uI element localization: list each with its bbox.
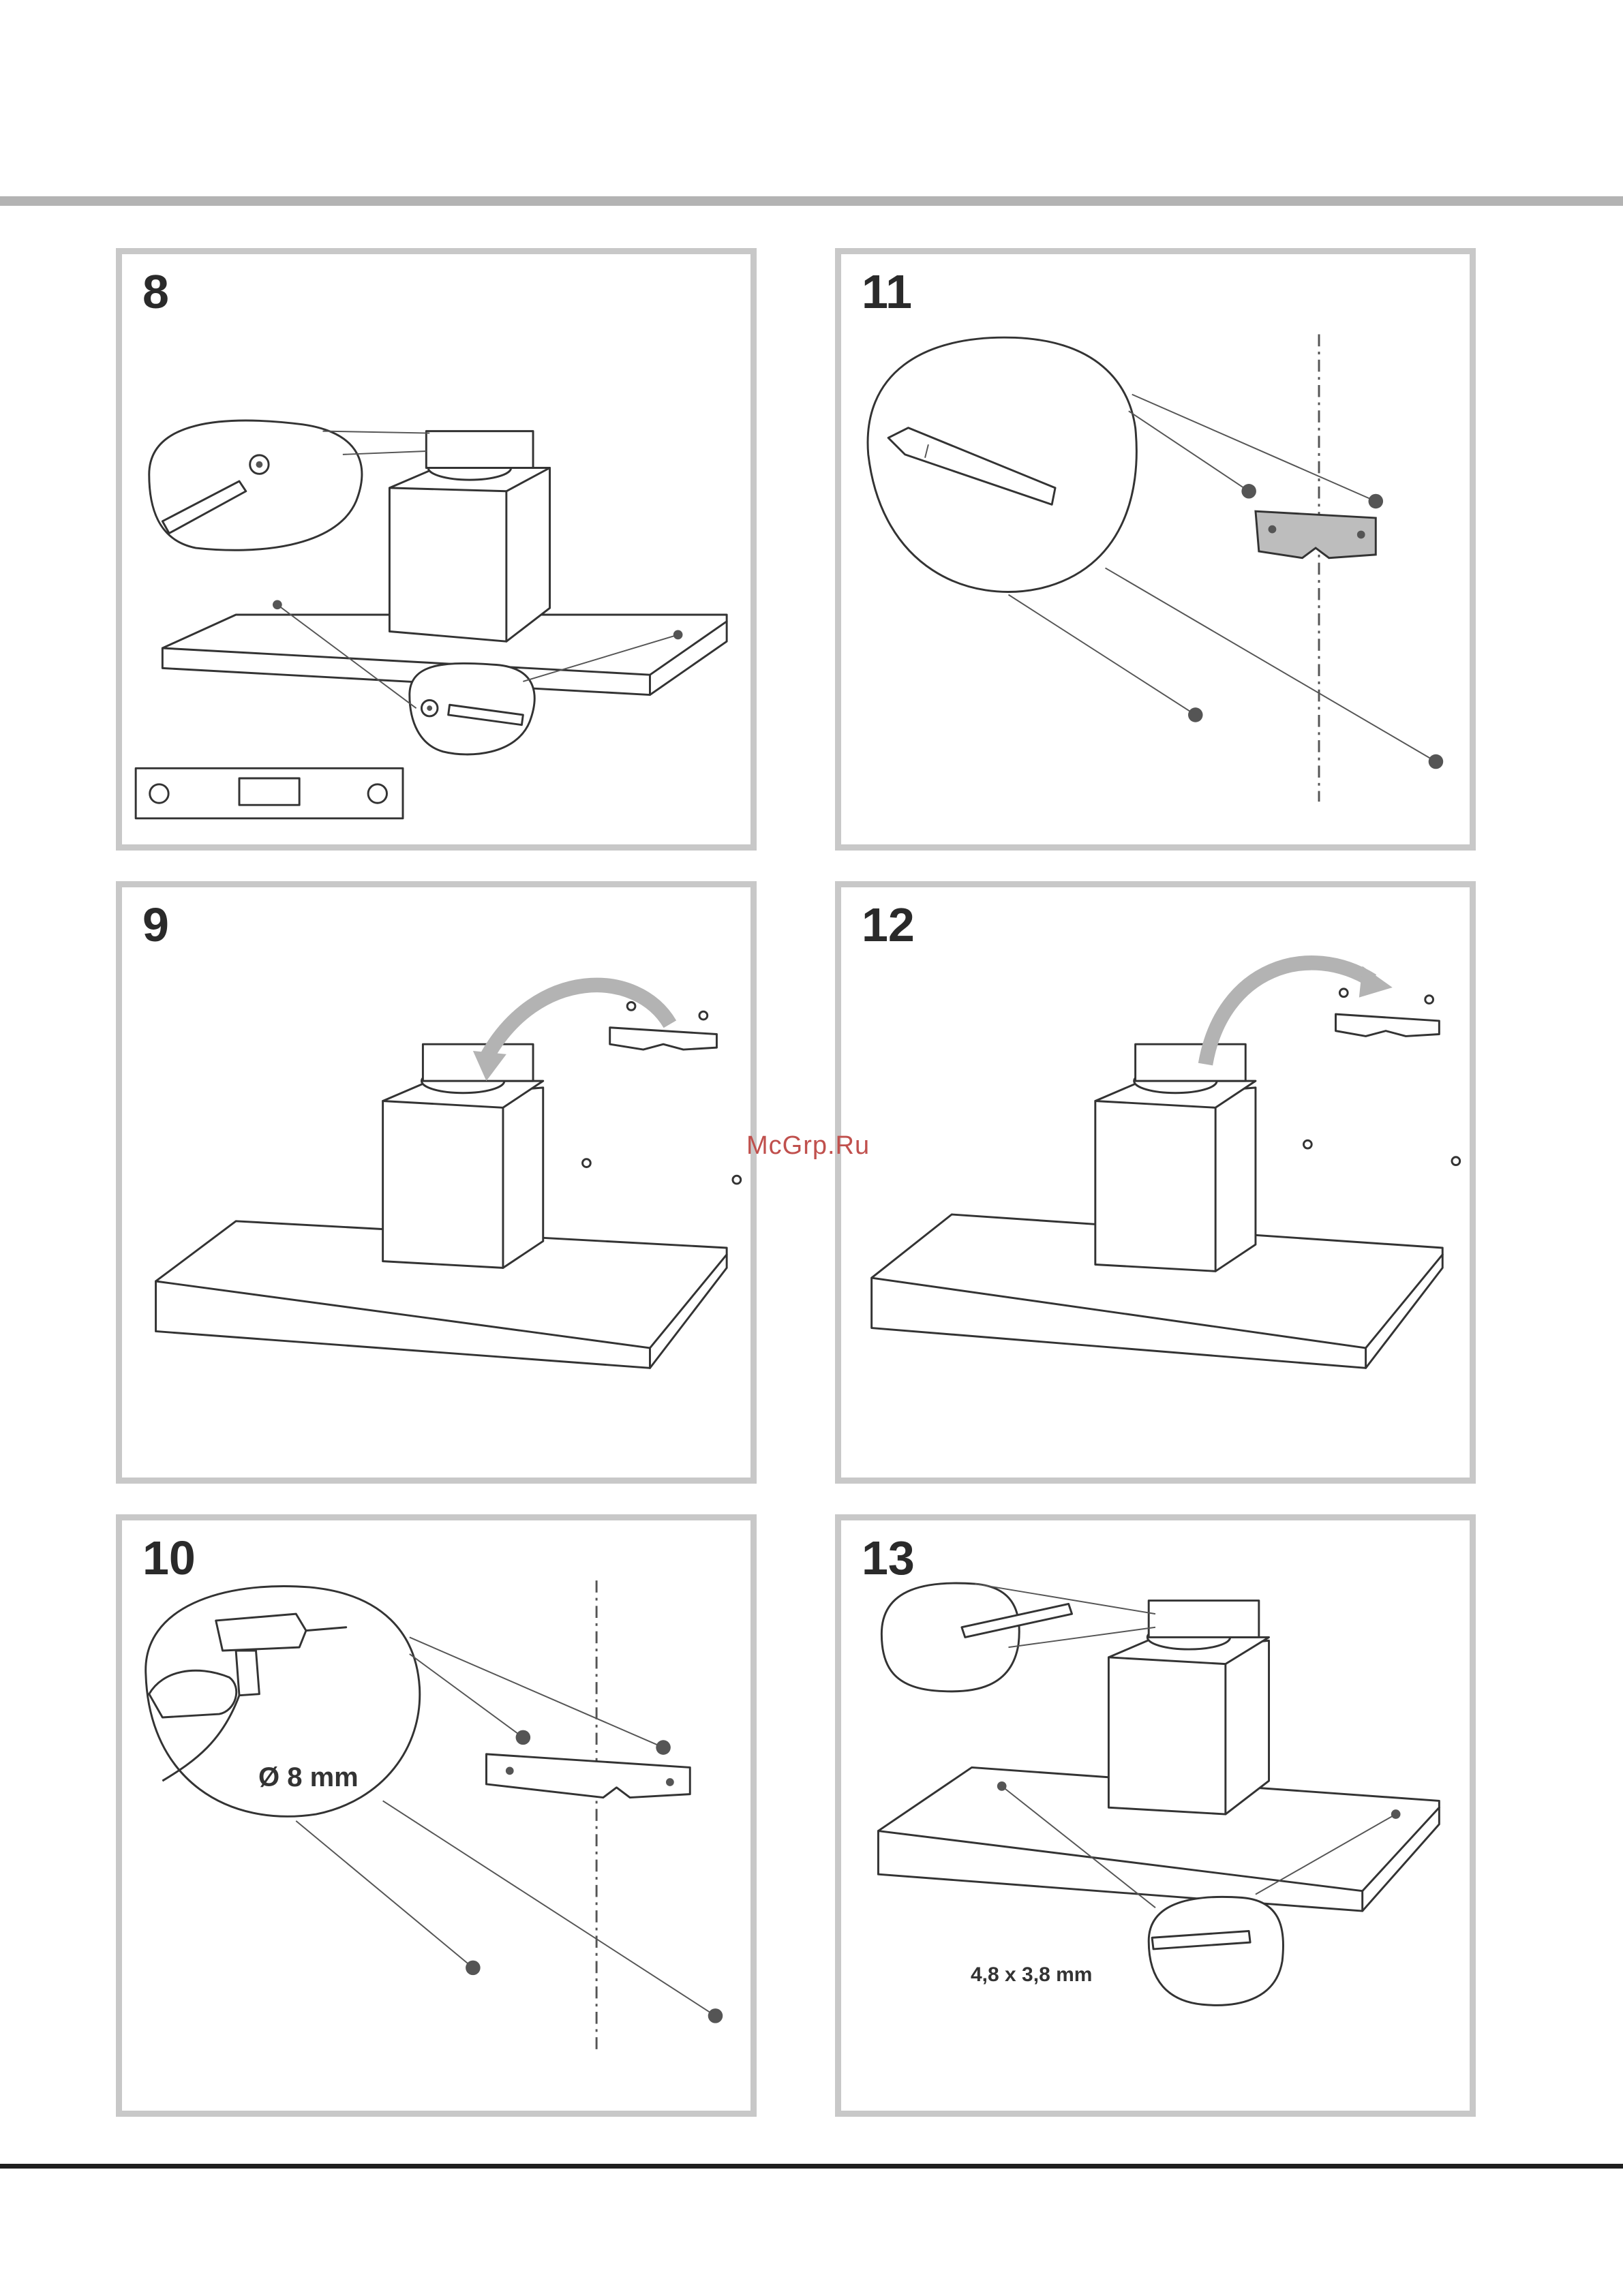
screw-size-label: 4,8 x 3,8 mm — [971, 1963, 1092, 1987]
wall-drilling-illustration — [122, 1520, 750, 2111]
step-12-panel: 12 — [835, 881, 1476, 1484]
step-10-panel: 10 Ø 8 mm — [116, 1514, 757, 2117]
step-9-panel: 9 — [116, 881, 757, 1484]
step-11-panel: 11 — [835, 248, 1476, 851]
step-13-panel: 13 4,8 x 3,8 mm — [835, 1514, 1476, 2117]
hood-screw-fixing-illustration — [841, 1520, 1470, 2111]
footer-rule — [0, 2164, 1623, 2169]
hood-marking-illustration — [122, 254, 750, 844]
header-rule — [0, 196, 1623, 206]
hood-bracket-illustration — [122, 887, 750, 1478]
step-8-panel: 8 — [116, 248, 757, 851]
hood-hanging-illustration — [841, 887, 1470, 1478]
drill-diameter-label: Ø 8 mm — [258, 1762, 359, 1793]
wall-plug-illustration — [841, 254, 1470, 844]
watermark: McGrp.Ru — [746, 1131, 870, 1161]
